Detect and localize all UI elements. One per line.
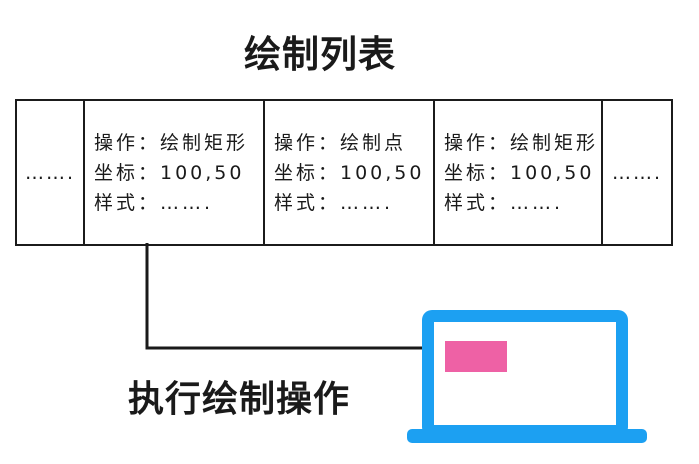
table-cell-ellipsis-left: ……. xyxy=(17,101,85,244)
diagram-caption: 执行绘制操作 xyxy=(128,379,351,420)
coordinate-line: 坐标：100,50 xyxy=(444,161,595,184)
table-cell-draw-rectangle-1: 操作：绘制矩形 坐标：100,50 样式：……. xyxy=(85,101,265,244)
operation-line: 操作：绘制矩形 xyxy=(94,131,249,154)
coordinate-line: 坐标：100,50 xyxy=(274,161,425,184)
drawn-rectangle xyxy=(445,341,507,372)
table-cell-draw-point: 操作：绘制点 坐标：100,50 样式：……. xyxy=(265,101,435,244)
style-line: 样式：……. xyxy=(94,191,214,214)
laptop-base xyxy=(407,429,647,443)
diagram-title: 绘制列表 xyxy=(244,33,396,76)
draw-operations-table: ……. 操作：绘制矩形 坐标：100,50 样式：……. 操作：绘制点 坐标：1… xyxy=(15,99,673,246)
table-cell-ellipsis-right: ……. xyxy=(603,101,671,244)
style-line: 样式：……. xyxy=(274,191,394,214)
table-cell-draw-rectangle-2: 操作：绘制矩形 坐标：100,50 样式：……. xyxy=(435,101,603,244)
laptop-icon xyxy=(422,310,628,437)
operation-line: 操作：绘制点 xyxy=(274,131,407,154)
ellipsis-text: ……. xyxy=(611,161,663,184)
ellipsis-text: ……. xyxy=(24,161,76,184)
style-line: 样式：……. xyxy=(444,191,564,214)
coordinate-line: 坐标：100,50 xyxy=(94,161,245,184)
operation-line: 操作：绘制矩形 xyxy=(444,131,599,154)
